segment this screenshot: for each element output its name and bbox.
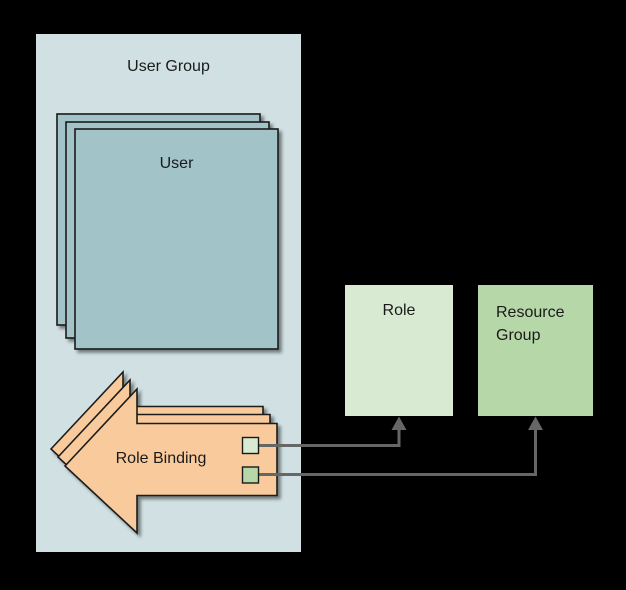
- connector-resource-arrowhead: [528, 416, 543, 430]
- role-box: [345, 285, 453, 416]
- connector-role: [259, 428, 401, 447]
- connector-role-arrowhead: [391, 416, 407, 430]
- role-binding-arrow-front: [63, 386, 278, 535]
- role-binding-label: Role Binding: [115, 450, 207, 467]
- role-port-square: [241, 436, 260, 455]
- resource-group-box: [478, 285, 593, 416]
- resource-group-label: Resource Group: [496, 304, 565, 344]
- user-group-label: User Group: [127, 58, 210, 75]
- connector-resource: [259, 428, 537, 476]
- user-card-front: [74, 128, 279, 350]
- resource-port-square: [241, 466, 260, 484]
- user-label: User: [159, 155, 194, 172]
- role-label: Role: [382, 302, 416, 319]
